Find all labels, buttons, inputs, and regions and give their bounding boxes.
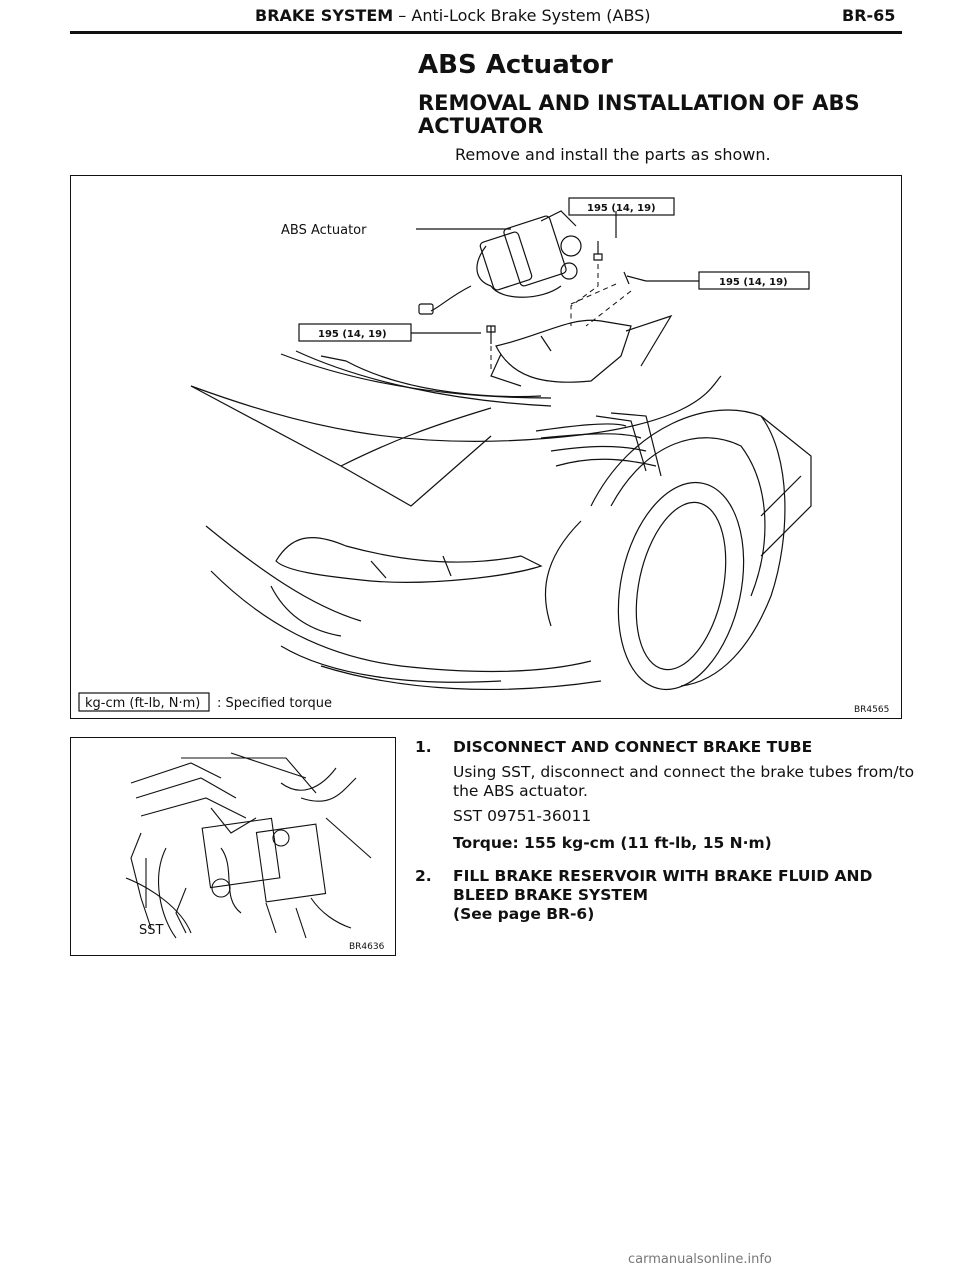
step-number: 2. <box>415 867 432 885</box>
torque-value-top: 195 (14, 19) <box>587 203 656 214</box>
torque-box-right <box>698 271 810 290</box>
actuator-label: ABS Actuator <box>281 223 367 238</box>
header-rule <box>70 31 902 34</box>
step-heading: DISCONNECT AND CONNECT BRAKE TUBE <box>453 738 813 756</box>
exploded-view-drawing: ABS Actuator 195 (14, 19) 195 (14, 19) 1… <box>78 197 889 715</box>
torque-value-left: 195 (14, 19) <box>318 329 387 340</box>
section-title: REMOVAL AND INSTALLATION OF ABS ACTUATOR <box>418 91 860 138</box>
sst-label: SST <box>139 923 164 938</box>
torque-spec: Torque: 155 kg-cm (11 ft-lb, 15 N·m) <box>453 834 772 852</box>
header-section-title: BRAKE SYSTEM – Anti-Lock Brake System (A… <box>255 6 651 25</box>
exploded-view-figure: ABS Actuator 195 (14, 19) 195 (14, 19) 1… <box>70 175 902 719</box>
step-heading: FILL BRAKE RESERVOIR WITH BRAKE FLUID AN… <box>453 867 873 904</box>
watermark-url: carmanualsonline.info <box>628 1252 772 1267</box>
procedure-steps: 1. DISCONNECT AND CONNECT BRAKE TUBE Usi… <box>415 738 915 938</box>
step-number: 1. <box>415 738 432 756</box>
brake-tube-drawing: SST BR4636 <box>125 752 385 952</box>
torque-value-right: 195 (14, 19) <box>719 277 788 288</box>
step-1: 1. DISCONNECT AND CONNECT BRAKE TUBE Usi… <box>415 738 915 853</box>
torque-box-top <box>568 197 675 216</box>
sst-number: SST 09751-36011 <box>453 807 592 825</box>
torque-legend-unit: kg-cm (ft-lb, N·m) <box>85 696 200 711</box>
torque-legend-box <box>78 692 210 712</box>
torque-legend-text: : Specified torque <box>217 696 332 711</box>
step-text: Using SST, disconnect and connect the br… <box>453 763 915 800</box>
page-title: ABS Actuator <box>418 50 613 80</box>
figure2-code: BR4636 <box>349 942 385 952</box>
brake-tube-figure: SST BR4636 <box>70 737 396 956</box>
figure1-code: BR4565 <box>854 705 889 715</box>
page-reference: (See page BR-6) <box>453 905 595 923</box>
page-number: BR-65 <box>842 6 896 25</box>
intro-text: Remove and install the parts as shown. <box>455 145 771 164</box>
step-2: 2. FILL BRAKE RESERVOIR WITH BRAKE FLUID… <box>415 867 915 924</box>
torque-box-left <box>298 323 412 342</box>
